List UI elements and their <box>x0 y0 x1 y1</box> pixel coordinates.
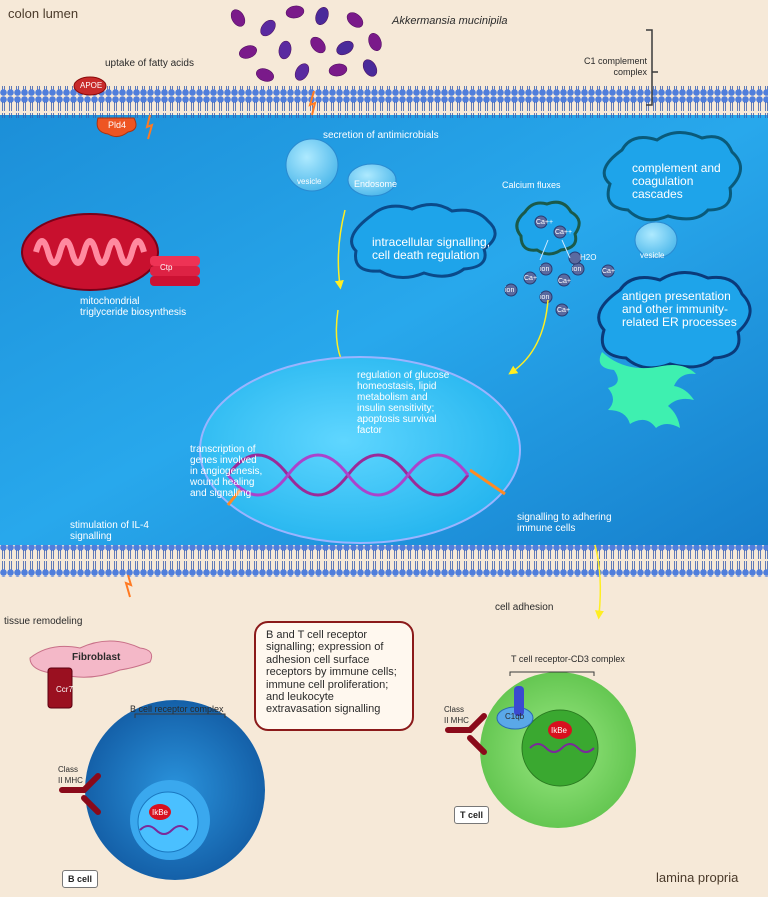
secretion-arrow <box>308 90 317 116</box>
vesicle-apical <box>285 138 339 192</box>
tcr-label: T cell receptor-CD3 complex <box>511 654 625 664</box>
t-cell-ikbe <box>548 721 572 739</box>
c1-complex-bracket <box>646 29 658 106</box>
cell-adhesion-label: cell adhesion <box>495 602 554 613</box>
t-cell-dna <box>529 743 595 753</box>
endosome <box>347 163 397 197</box>
stimulation-label: stimulation of IL-4 signalling <box>70 520 149 542</box>
il4-arrow <box>124 574 133 598</box>
c1-complex-label: C1 complement complex <box>583 56 647 77</box>
apical-membrane <box>0 86 768 118</box>
lamina-propria-label: lamina propria <box>656 870 739 885</box>
bcr-label: B cell receptor complex <box>130 704 224 714</box>
ca-label-6: Ca+ <box>602 268 616 275</box>
ccr7-receptor <box>47 667 73 709</box>
t-ikbe-label: IkBe <box>551 726 568 735</box>
tissue-remodeling-label: tissue remodeling <box>4 616 83 627</box>
dna-helix <box>226 453 506 506</box>
arrow-calcium <box>508 299 549 375</box>
calcium-label: Calcium fluxes <box>502 180 561 190</box>
vesicle-label-2: vesicle <box>640 251 665 260</box>
ca-label-5: Ca+ <box>558 278 572 285</box>
apoe-label: APOE <box>80 81 103 90</box>
complement-label: complement and coagulation cascades <box>632 161 721 201</box>
basal-membrane <box>0 545 768 577</box>
cloud-antigen <box>597 271 752 370</box>
c1qb-label: C1qb <box>505 712 525 721</box>
cloud-complement <box>602 131 742 222</box>
b-cell-dna <box>139 825 189 835</box>
vesicle-label-1: vesicle <box>297 177 322 186</box>
cloud-calcium <box>515 200 581 256</box>
endosome-label: Endosome <box>354 179 398 189</box>
t-cell-tag: T cell <box>454 806 490 824</box>
bcr-bracket <box>134 713 226 718</box>
mito-label: mitochondrial triglyceride biosynthesis <box>80 296 187 318</box>
ion-label-2: ion <box>505 287 515 294</box>
akkermansia-label: Akkermansia mucinipila <box>392 15 508 27</box>
arrow-adhesion <box>594 544 604 620</box>
pld4-protein <box>96 117 137 138</box>
b-cell-ikbe <box>149 804 171 820</box>
b-class2-label: Class II MHC <box>58 765 83 785</box>
signalling-immune-label: signalling to adhering immune cells <box>517 512 612 534</box>
pld4-label: Pld4 <box>108 120 127 130</box>
colon-lumen-label: colon lumen <box>8 6 79 21</box>
endoplasmic-reticulum <box>599 352 696 428</box>
b-ikbe-label: IkBe <box>152 808 169 817</box>
intracellular-label: intracellular signalling, cell death reg… <box>372 235 491 262</box>
uptake-label: uptake of fatty acids <box>105 58 194 69</box>
regulation-label: regulation of glucose homeostasis, lipid… <box>357 370 450 436</box>
apoe-protein <box>73 76 107 96</box>
transcription-label: transcription of genes involved in angio… <box>190 444 263 499</box>
tcr-bracket <box>509 671 595 676</box>
mitochondrion <box>21 213 200 291</box>
vesicle-er <box>634 221 678 259</box>
ions <box>504 215 615 317</box>
fibroblast-label: Fibroblast <box>72 652 121 663</box>
b-cell-nucleus-inner <box>137 791 199 853</box>
ctp-label: Ctp <box>160 263 173 272</box>
akkermansia-bacteria <box>230 5 382 82</box>
ccr7-label: Ccr7 <box>56 685 73 694</box>
ion-label-1: ion <box>540 266 550 273</box>
cd3-receptor <box>514 686 524 716</box>
ion-arrows <box>539 239 571 261</box>
ca-label-1: Ca++ <box>536 219 554 226</box>
uptake-arrow <box>145 114 154 140</box>
ca-label-4: Ca+ <box>557 307 571 314</box>
ion-label-4: ion <box>572 266 582 273</box>
b-cell-tag: B cell <box>62 870 99 888</box>
b-cell-mhc <box>59 773 101 815</box>
t-cell-nucleus <box>521 709 599 787</box>
ca-label-2: Ca++ <box>555 229 573 236</box>
ion-label-3: ion <box>540 294 550 301</box>
h2o-label: H2O <box>580 253 597 262</box>
antigen-label: antigen presentation and other immunity-… <box>622 289 737 329</box>
t-cell-mhc <box>445 713 487 755</box>
t-class2-label: Class II MHC <box>444 705 469 725</box>
ca-label-3: Ca+ <box>524 275 538 282</box>
nucleus <box>199 356 521 544</box>
cloud-intracellular <box>350 203 497 279</box>
immune-signalling-box: B and T cell receptor signalling; expres… <box>254 621 414 731</box>
arrow-cytosol-1 <box>334 209 346 290</box>
secretion-label: secretion of antimicrobials <box>323 130 439 141</box>
